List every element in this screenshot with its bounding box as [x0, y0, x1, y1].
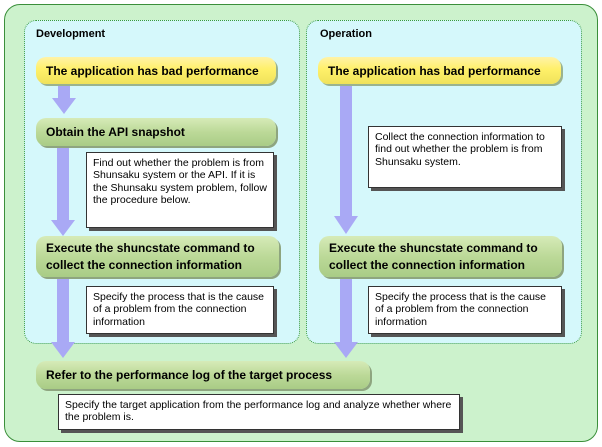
- op-step-bad-performance: The application has bad performance: [318, 57, 561, 84]
- operation-title: Operation: [320, 28, 372, 40]
- op-note-collect: Collect the connection information to fi…: [368, 126, 562, 188]
- dev-step-shuncstate: Execute the shuncstate command to collec…: [36, 236, 279, 277]
- arrow-dev-3-icon: [51, 278, 75, 358]
- final-note-specify-target: Specify the target application from the …: [58, 394, 460, 430]
- dev-note-find-out: Find out whether the problem is from Shu…: [86, 152, 274, 228]
- arrow-op-2-icon: [334, 278, 358, 358]
- arrow-dev-2-icon: [51, 146, 75, 236]
- dev-step-bad-performance: The application has bad performance: [36, 57, 276, 84]
- op-step-shuncstate: Execute the shuncstate command to collec…: [319, 236, 562, 277]
- arrow-dev-1-icon: [52, 84, 76, 114]
- arrow-op-1-icon: [334, 84, 358, 234]
- dev-note-specify-process: Specify the process that is the cause of…: [86, 286, 274, 334]
- final-step-performance-log: Refer to the performance log of the targ…: [36, 361, 370, 389]
- development-title: Development: [36, 28, 106, 40]
- op-note-specify-process: Specify the process that is the cause of…: [368, 286, 562, 334]
- dev-step-obtain-snapshot: Obtain the API snapshot: [36, 118, 276, 146]
